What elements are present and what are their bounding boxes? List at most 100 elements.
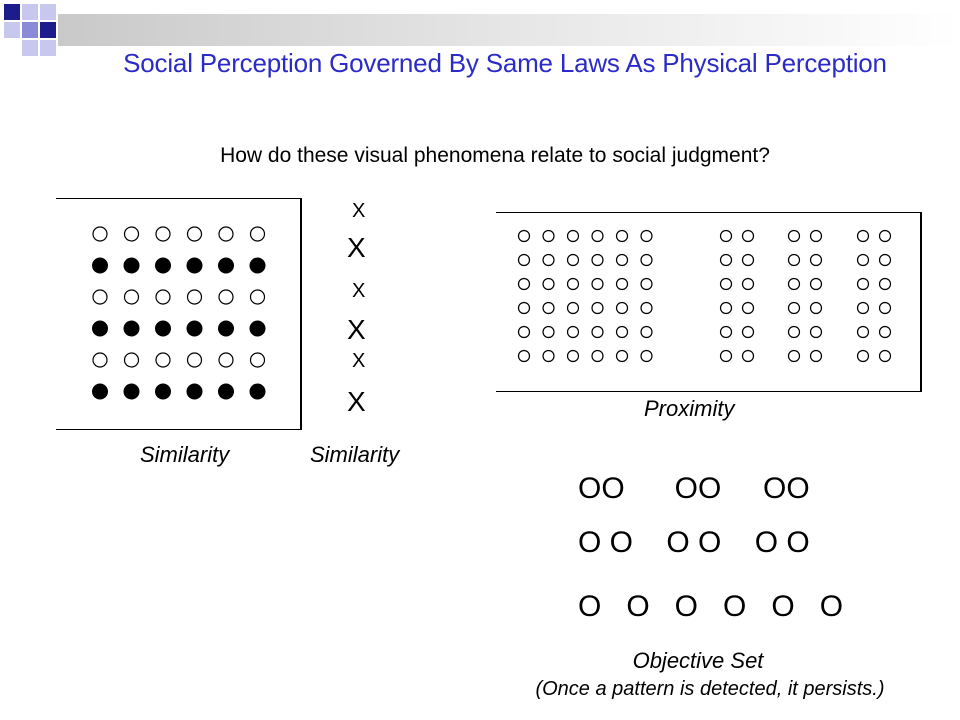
filled-dot — [186, 383, 203, 400]
filled-dot — [249, 320, 266, 337]
proximity-dot — [566, 325, 580, 339]
objective-set-line-2: O O O O O O — [578, 526, 810, 559]
page-title: Social Perception Governed By Same Laws … — [123, 48, 887, 78]
caption-similarity-right: Similarity — [310, 442, 400, 467]
proximity-dot — [640, 277, 653, 291]
proximity-dot — [640, 253, 653, 267]
proximity-dot — [856, 301, 870, 315]
deco-square — [40, 4, 56, 20]
filled-dot — [218, 320, 234, 337]
proximity-dot — [542, 229, 555, 243]
proximity-dot — [719, 229, 733, 243]
deco-bar — [58, 14, 960, 46]
small-x-mark: X — [352, 280, 366, 302]
proximity-dot — [615, 301, 629, 315]
proximity-dot — [719, 301, 733, 315]
caption-similarity-left: Similarity — [140, 442, 230, 467]
filled-dot — [123, 320, 140, 337]
filled-dot — [218, 257, 234, 274]
proximity-dot — [615, 277, 629, 291]
proximity-dot — [591, 301, 604, 315]
filled-dot — [92, 320, 108, 337]
proximity-dot — [787, 301, 801, 315]
proximity-dot — [878, 349, 892, 363]
caption-proximity: Proximity — [644, 396, 735, 421]
filled-dot — [123, 383, 140, 400]
open-dot — [218, 289, 234, 305]
open-dot — [249, 226, 266, 242]
proximity-dot — [640, 229, 653, 243]
proximity-dot — [591, 325, 604, 339]
open-dot — [249, 352, 266, 368]
open-dot — [123, 352, 140, 368]
proximity-dot — [787, 277, 801, 291]
filled-dot — [186, 257, 203, 274]
filled-dot — [155, 383, 171, 400]
objective-set-line-1: OO OO OO — [578, 472, 810, 505]
proximity-dot — [566, 301, 580, 315]
proximity-dot — [856, 229, 870, 243]
deco-square — [22, 40, 38, 56]
proximity-dot — [517, 325, 531, 339]
open-dot — [186, 289, 203, 305]
open-dot — [92, 352, 108, 368]
open-dot — [218, 352, 234, 368]
filled-dot — [249, 383, 266, 400]
proximity-dot — [566, 253, 580, 267]
deco-square — [40, 40, 56, 56]
proximity-dot — [856, 349, 870, 363]
open-dot — [155, 352, 171, 368]
filled-dot — [186, 320, 203, 337]
filled-dot — [249, 257, 266, 274]
open-dot — [155, 226, 171, 242]
filled-dot — [218, 383, 234, 400]
proximity-dot — [809, 253, 823, 267]
open-dot — [123, 289, 140, 305]
proximity-dot — [542, 253, 555, 267]
proximity-dot — [809, 349, 823, 363]
proximity-dot — [809, 325, 823, 339]
filled-dot — [92, 383, 108, 400]
small-x-mark: X — [352, 200, 366, 222]
proximity-dot — [719, 253, 733, 267]
proximity-dot — [741, 301, 755, 315]
proximity-dot — [542, 349, 555, 363]
filled-dot — [123, 257, 140, 274]
proximity-dot — [591, 277, 604, 291]
proximity-dot — [591, 229, 604, 243]
objective-set-note: (Once a pattern is detected, it persists… — [535, 678, 885, 700]
proximity-dot — [640, 325, 653, 339]
subtitle: How do these visual phenomena relate to … — [220, 144, 770, 167]
proximity-dot — [787, 253, 801, 267]
proximity-dot — [787, 229, 801, 243]
objective-set-line-3: O O O O O O — [578, 590, 844, 623]
proximity-dot — [787, 325, 801, 339]
large-x-mark: X — [347, 232, 366, 263]
open-dot — [92, 226, 108, 242]
proximity-dot-panel — [496, 212, 922, 392]
deco-square — [4, 4, 20, 20]
proximity-dot — [542, 325, 555, 339]
proximity-dot — [542, 277, 555, 291]
open-dot — [186, 352, 203, 368]
proximity-dot — [517, 277, 531, 291]
proximity-dot — [856, 325, 870, 339]
proximity-dot — [878, 301, 892, 315]
large-x-mark: X — [347, 386, 366, 417]
proximity-dot — [878, 277, 892, 291]
proximity-dot — [566, 277, 580, 291]
proximity-dot — [809, 301, 823, 315]
open-dot — [186, 226, 203, 242]
proximity-dot — [615, 229, 629, 243]
proximity-dot — [741, 277, 755, 291]
deco-square — [4, 22, 20, 38]
proximity-dot — [517, 349, 531, 363]
open-dot — [218, 226, 234, 242]
proximity-dot — [787, 349, 801, 363]
open-dot — [92, 289, 108, 305]
large-x-mark: X — [347, 314, 366, 345]
small-x-mark: X — [352, 350, 366, 372]
deco-square — [22, 4, 38, 20]
proximity-dot — [878, 325, 892, 339]
proximity-dot — [591, 253, 604, 267]
